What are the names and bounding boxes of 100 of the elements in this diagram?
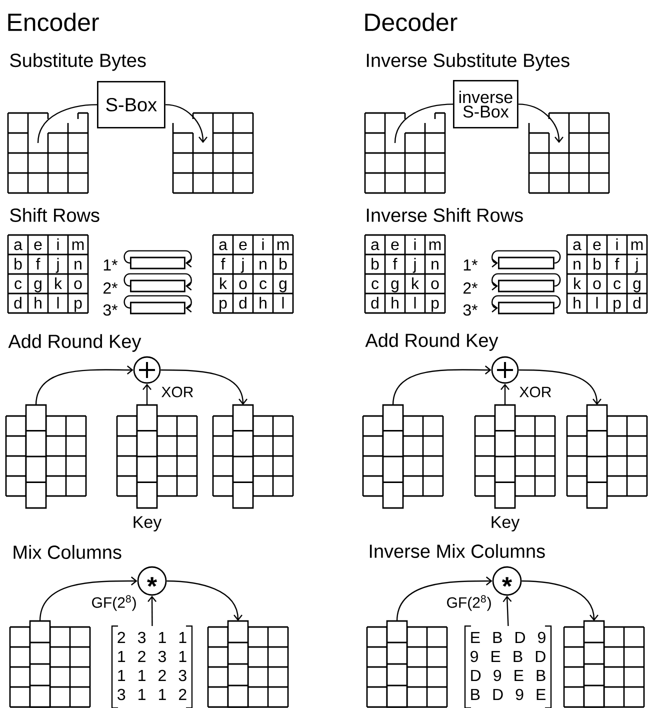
section-heading: Inverse Shift Rows	[366, 208, 523, 222]
arrow	[39, 576, 138, 622]
section-heading: Inverse Substitute Bytes	[366, 53, 570, 71]
cell-letter: d	[633, 296, 640, 309]
cell-letter: m	[277, 241, 289, 250]
matrix	[464, 625, 552, 708]
matrix-row: 9 E B D	[470, 650, 546, 662]
cell-letter: j	[634, 258, 638, 273]
cell-letter: n	[432, 260, 438, 270]
row-label: 2*	[103, 282, 118, 294]
row-label: 1*	[464, 259, 478, 270]
cell-letter: n	[260, 260, 266, 270]
process-box: inverse S-Box	[453, 80, 518, 128]
cell-letter: g	[633, 280, 640, 292]
state-grid	[207, 620, 289, 708]
cell-letter: m	[429, 241, 441, 250]
cell-letter: o	[593, 280, 601, 290]
cell-letter: o	[239, 280, 247, 290]
loop-arrow	[492, 295, 561, 312]
cell-letter: c	[614, 280, 621, 290]
section-heading: Mix Columns	[14, 545, 122, 559]
arrow	[518, 369, 602, 405]
cell-letter: h	[260, 296, 266, 308]
cell-letter: f	[221, 258, 226, 270]
cell-letter: k	[220, 277, 228, 289]
cell-letter: d	[14, 296, 22, 309]
row-bar	[498, 280, 554, 292]
cell-letter: p	[220, 300, 227, 312]
section-heading: Add Round Key	[365, 333, 498, 351]
cell-letter: a	[14, 241, 22, 250]
cell-letter: p	[614, 300, 621, 312]
cell-letter: l	[596, 296, 598, 308]
connector-line	[37, 104, 98, 144]
arrow	[392, 366, 492, 406]
section-heading: Inverse Mix Columns	[370, 544, 545, 558]
cell-letter: c	[260, 280, 267, 290]
letter-grid	[364, 234, 446, 314]
cell-letter: j	[240, 258, 244, 273]
matrix-row: 1 1 2 3	[118, 670, 186, 682]
arrow	[502, 596, 512, 626]
loop-arrow	[124, 295, 192, 312]
state-grid	[366, 620, 448, 708]
cell-letter: h	[574, 296, 580, 308]
cell-letter: o	[431, 280, 439, 290]
cell-letter: p	[432, 300, 439, 312]
connector-line	[394, 104, 454, 144]
cell-letter: e	[34, 241, 42, 250]
operator-label: GF(2$^{8}$)	[92, 595, 136, 611]
matrix-row: E B D 9	[471, 632, 546, 644]
state-grid	[7, 112, 89, 194]
matrix-row: 3 1 1 2	[118, 688, 186, 700]
arrow	[518, 104, 564, 143]
cell-letter: i	[616, 238, 618, 250]
row-bar	[498, 256, 554, 270]
loop-arrow	[492, 250, 561, 268]
cell-letter: o	[74, 280, 82, 290]
cell-letter: g	[391, 280, 398, 292]
state-grid	[528, 112, 610, 194]
arrow	[500, 384, 510, 405]
state-grid	[566, 404, 648, 509]
section-heading: Add Round Key	[8, 334, 142, 352]
grid-label: Key	[134, 516, 162, 532]
cell-letter: g	[34, 280, 42, 292]
arrow	[165, 104, 208, 143]
matrix-row: 1 2 3 1	[118, 650, 186, 662]
cell-letter: k	[55, 277, 62, 289]
cell-letter: l	[57, 296, 59, 308]
cell-letter: c	[372, 280, 379, 290]
arrow	[396, 576, 492, 622]
letter-grid	[566, 234, 648, 314]
process-box: S-Box	[97, 81, 166, 128]
state-grid	[116, 404, 198, 509]
row-bar	[498, 302, 554, 314]
operator-label: XOR	[162, 386, 193, 398]
cell-letter: n	[574, 260, 580, 270]
grid-label: Key	[492, 516, 520, 532]
letter-grid	[212, 234, 294, 314]
cell-letter: k	[412, 277, 420, 289]
xor-circle	[133, 356, 161, 384]
arrow	[166, 580, 242, 621]
loop-arrow	[124, 250, 192, 268]
cell-letter: e	[239, 241, 247, 250]
cell-letter: h	[34, 296, 42, 308]
cell-letter: b	[372, 258, 379, 270]
arrow	[35, 366, 134, 406]
cell-letter: d	[371, 296, 378, 309]
cell-letter: e	[391, 241, 399, 250]
row-label: 1*	[104, 259, 118, 270]
cell-letter: i	[262, 238, 264, 250]
cell-letter: j	[56, 258, 59, 273]
state-grid	[172, 112, 254, 194]
loop-arrow	[492, 273, 561, 290]
cell-letter: c	[14, 280, 22, 290]
matrix-row: B D 9 E	[471, 688, 546, 700]
cell-letter: b	[280, 258, 287, 270]
cell-letter: e	[593, 241, 601, 250]
row-label: 3*	[463, 304, 478, 316]
cell-letter: n	[74, 260, 82, 270]
row-bar	[130, 256, 186, 270]
matrix-row: D 9 E B	[471, 670, 546, 682]
